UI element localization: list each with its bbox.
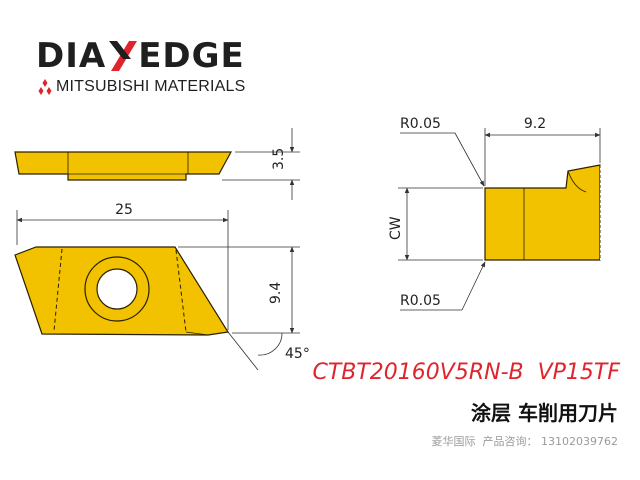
reach-value: 9.2	[524, 116, 546, 132]
three-diamonds-icon	[38, 79, 52, 95]
contact-info: 菱华国际 产品咨询： 13102039762	[431, 435, 618, 448]
corner-radius-top-value: R0.05	[400, 116, 441, 132]
dimension-height: 9.4	[178, 246, 300, 334]
corner-radius-bottom: R0.05	[400, 261, 486, 311]
maker-name: MITSUBISHI MATERIALS	[56, 78, 246, 95]
dimension-reach: 9.2	[484, 116, 601, 186]
insert-side-view	[14, 151, 233, 181]
angle-value: 45°	[285, 346, 310, 362]
product-model: CTBT20160V5RN-B VP15TF	[312, 360, 620, 385]
logo-text-right: EDGE	[138, 35, 245, 76]
height-value: 9.4	[268, 282, 284, 304]
product-description: 涂层 车削用刀片	[471, 401, 618, 425]
dimension-length: 25	[16, 202, 229, 330]
cutting-edge-detail-view	[484, 164, 612, 261]
diaedge-mark-icon	[109, 40, 138, 71]
logo-text-left: DIA	[36, 35, 107, 76]
insert-top-view	[14, 246, 229, 336]
corner-radius-top: R0.05	[400, 116, 485, 187]
dimension-thickness: 3.5	[222, 128, 300, 200]
corner-radius-bottom-value: R0.05	[400, 293, 441, 309]
thickness-value: 3.5	[271, 148, 287, 170]
dimension-cut-width: CW	[388, 187, 483, 261]
mitsubishi-materials-logo: MITSUBISHI MATERIALS	[36, 78, 246, 96]
cut-width-label: CW	[388, 216, 404, 240]
dimension-angle: 45°	[227, 331, 310, 371]
length-value: 25	[115, 202, 133, 218]
diaedge-logo: DIA EDGE	[36, 34, 245, 76]
